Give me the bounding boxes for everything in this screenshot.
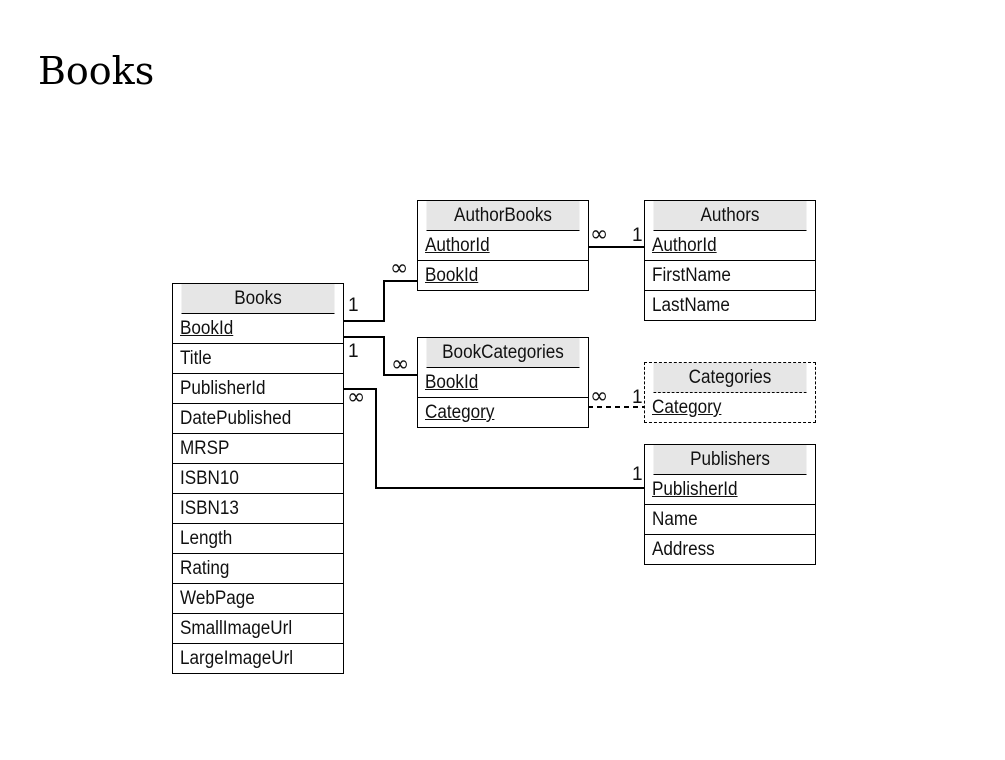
cardinality-one-books-bookcategories: 1 — [348, 341, 359, 362]
cardinality-one-categories-bookcategories: 1 — [632, 387, 643, 408]
field-books-bookid: BookId — [173, 314, 343, 344]
table-authorbooks: AuthorBooks AuthorId BookId — [417, 200, 589, 291]
field-authorbooks-authorid: AuthorId — [418, 231, 588, 261]
cardinality-one-publishers-books: 1 — [632, 464, 643, 485]
table-authorbooks-header: AuthorBooks — [426, 201, 580, 231]
page-title: Books — [38, 49, 155, 93]
field-books-length: Length — [173, 524, 343, 554]
table-bookcategories-header: BookCategories — [426, 338, 580, 368]
field-bookcategories-category: Category — [425, 402, 495, 423]
link-books-authorbooks — [344, 280, 418, 322]
table-categories: Categories Category — [644, 362, 816, 423]
table-books-header: Books — [181, 284, 335, 314]
link-publishers-books — [344, 388, 645, 489]
field-books-datepublished: DatePublished — [173, 404, 343, 434]
cardinality-one-books-authorbooks: 1 — [348, 295, 359, 316]
field-books-rating: Rating — [173, 554, 343, 584]
table-books: Books BookId Title PublisherId DatePubli… — [172, 283, 344, 674]
field-authors-lastname: LastName — [652, 295, 730, 316]
field-authors-firstname: FirstName — [645, 261, 815, 291]
cardinality-many-categories-bookcategories: ∞ — [590, 384, 609, 409]
table-bookcategories: BookCategories BookId Category — [417, 337, 589, 428]
field-books-mrsp: MRSP — [173, 434, 343, 464]
field-books-webpage: WebPage — [173, 584, 343, 614]
field-books-isbn10: ISBN10 — [173, 464, 343, 494]
cardinality-many-authors-authorbooks: ∞ — [590, 222, 609, 247]
field-books-publisherid: PublisherId — [173, 374, 343, 404]
field-publishers-publisherid: PublisherId — [645, 475, 815, 505]
field-categories-category: Category — [652, 397, 722, 418]
field-books-isbn13: ISBN13 — [173, 494, 343, 524]
field-authors-authorid: AuthorId — [645, 231, 815, 261]
table-categories-header: Categories — [653, 363, 807, 393]
field-publishers-address: Address — [652, 539, 715, 560]
table-publishers-header: Publishers — [653, 445, 807, 475]
cardinality-one-authors-authorbooks: 1 — [632, 225, 643, 246]
table-authors: Authors AuthorId FirstName LastName — [644, 200, 816, 321]
field-books-title: Title — [173, 344, 343, 374]
field-books-largeimageurl: LargeImageUrl — [180, 648, 294, 669]
field-publishers-name: Name — [645, 505, 815, 535]
cardinality-many-books-bookcategories: ∞ — [391, 352, 410, 377]
field-books-smallimageurl: SmallImageUrl — [173, 614, 343, 644]
field-authorbooks-bookid: BookId — [425, 265, 479, 286]
cardinality-many-books-authorbooks: ∞ — [390, 256, 409, 281]
link-books-bookcategories — [344, 336, 418, 376]
table-publishers: Publishers PublisherId Name Address — [644, 444, 816, 565]
cardinality-many-publishers-books: ∞ — [347, 385, 366, 410]
field-bookcategories-bookid: BookId — [418, 368, 588, 398]
table-authors-header: Authors — [653, 201, 807, 231]
